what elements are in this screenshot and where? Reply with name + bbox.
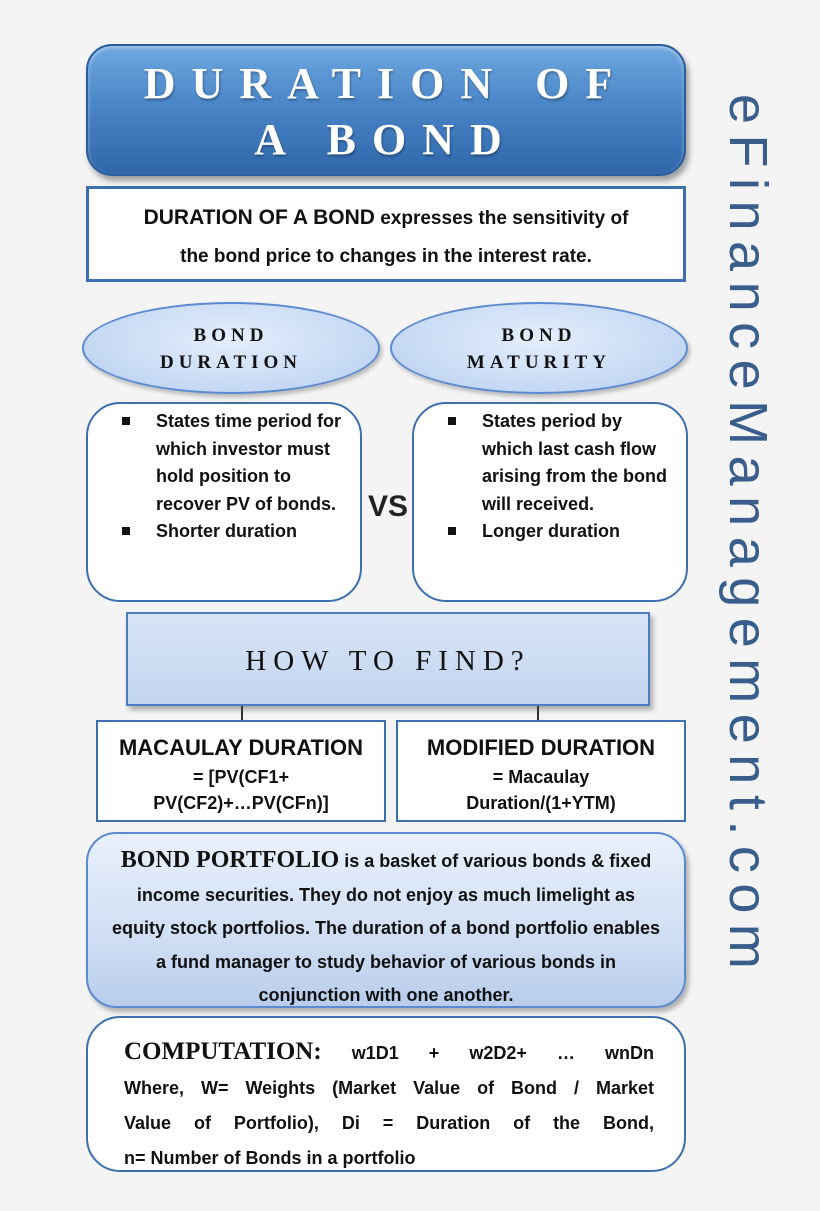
definition-box: DURATION OF A BOND expresses the sensiti…	[86, 186, 686, 282]
definition-text-2: the bond price to changes in the interes…	[180, 246, 592, 267]
connector-line-right	[537, 706, 539, 720]
bond-duration-points: States time period for which investor mu…	[86, 402, 362, 602]
list-item: Longer duration	[448, 518, 678, 546]
bond-duration-list: States time period for which investor mu…	[122, 408, 352, 546]
computation-box: COMPUTATION: w1D1 + w2D2+ … wnDn Where, …	[86, 1016, 686, 1172]
computation-term: COMPUTATION	[124, 1038, 314, 1065]
square-bullet-icon	[448, 417, 456, 425]
list-item: States time period for which investor mu…	[122, 408, 352, 518]
definition-text-1: expresses the sensitivity of	[374, 208, 629, 229]
title-banner: DURATION OF A BOND	[86, 44, 686, 176]
modified-duration-box: MODIFIED DURATION = Macaulay Duration/(1…	[396, 720, 686, 822]
bond-maturity-point-2: Longer duration	[482, 521, 620, 541]
macaulay-duration-box: MACAULAY DURATION = [PV(CF1+ PV(CF2)+…PV…	[96, 720, 386, 822]
bond-maturity-oval: BOND MATURITY	[390, 302, 688, 394]
computation-colon: :	[313, 1038, 322, 1065]
computation-formula: w1D1 + w2D2+ … wnDn	[351, 1043, 654, 1063]
connector-line-left	[241, 706, 243, 720]
computation-line-1: COMPUTATION: w1D1 + w2D2+ … wnDn	[124, 1034, 654, 1071]
title-line-2: A BOND	[254, 115, 518, 164]
site-name-watermark: eFinanceManagement.com	[718, 94, 778, 980]
portfolio-term: BOND PORTFOLIO	[120, 847, 340, 873]
list-item: States period by which last cash flow ar…	[448, 408, 678, 518]
bond-duration-heading-1: BOND	[193, 325, 269, 346]
bond-maturity-point-1: States period by which last cash flow ar…	[482, 411, 668, 514]
bond-maturity-heading-1: BOND	[501, 325, 577, 346]
portfolio-text: is a basket of various bonds & fixed inc…	[112, 851, 661, 1005]
computation-line-2: Where, W= Weights (Market Value of Bond …	[124, 1078, 654, 1098]
list-item: Shorter duration	[122, 518, 352, 546]
definition-term: DURATION OF A BOND	[143, 206, 375, 229]
computation-line-3: Value of Portfolio), Di = Duration of th…	[124, 1113, 654, 1133]
how-to-find-box: HOW TO FIND?	[126, 612, 650, 706]
square-bullet-icon	[448, 527, 456, 535]
vs-label: VS	[367, 490, 409, 523]
macaulay-formula-2: PV(CF2)+…PV(CFn)]	[153, 793, 329, 813]
bond-maturity-heading-2: MATURITY	[466, 352, 612, 373]
square-bullet-icon	[122, 527, 130, 535]
computation-line-4: n= Number of Bonds in a portfolio	[124, 1148, 416, 1168]
modified-heading: MODIFIED DURATION	[426, 735, 656, 760]
bond-duration-oval: BOND DURATION	[82, 302, 380, 394]
bond-maturity-points: States period by which last cash flow ar…	[412, 402, 688, 602]
bond-maturity-list: States period by which last cash flow ar…	[448, 408, 678, 546]
bond-portfolio-box: BOND PORTFOLIO is a basket of various bo…	[86, 832, 686, 1008]
bond-duration-point-1: States time period for which investor mu…	[156, 411, 342, 514]
modified-formula-1: = Macaulay	[492, 767, 590, 787]
modified-formula-2: Duration/(1+YTM)	[466, 793, 616, 813]
macaulay-formula-1: = [PV(CF1+	[192, 767, 290, 787]
macaulay-heading: MACAULAY DURATION	[118, 735, 364, 760]
title-line-1: DURATION OF	[143, 59, 629, 108]
square-bullet-icon	[122, 417, 130, 425]
bond-duration-point-2: Shorter duration	[156, 521, 298, 541]
bond-duration-heading-2: DURATION	[159, 352, 303, 373]
